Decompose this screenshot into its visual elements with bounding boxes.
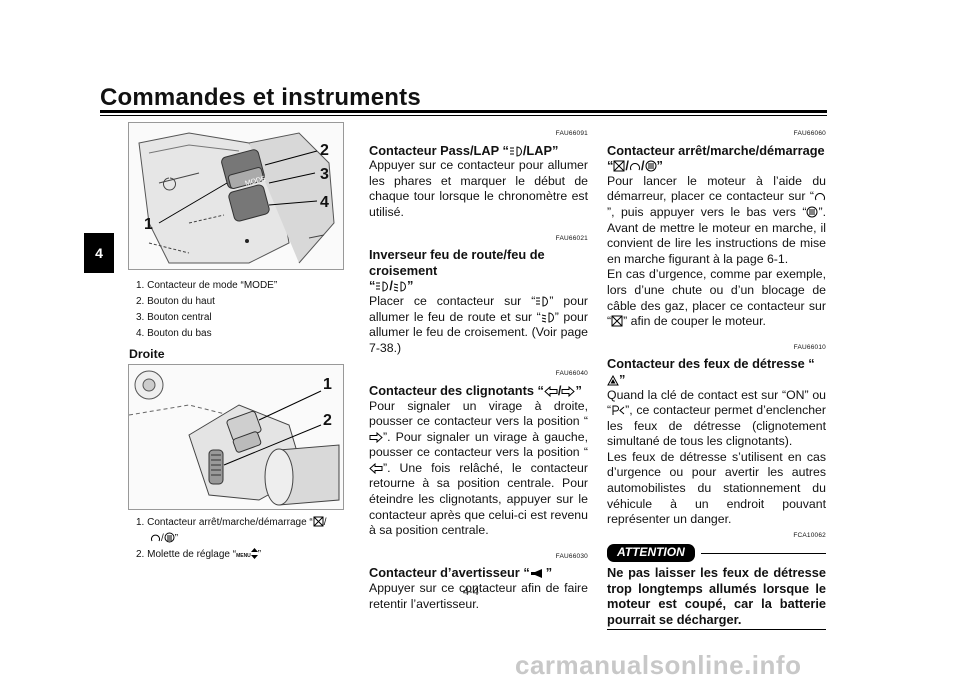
- horn-text: Appuyer sur ce contacteur afin de faire …: [369, 581, 588, 611]
- start-switch-text-2: En cas d’urgence, comme par exemple, lor…: [607, 267, 826, 329]
- heading-start-switch: Contacteur arrêt/marche/démarrage: [607, 142, 825, 158]
- heading-start-symbols: “//”: [607, 158, 663, 174]
- heading-pass-lap: Contacteur Pass/LAP “/LAP”: [369, 142, 559, 158]
- page-number: 4-4: [463, 586, 479, 598]
- right-switch-illustration: [128, 370, 340, 506]
- engine-stop-icon: [313, 516, 324, 527]
- high-beam-icon: [536, 296, 549, 307]
- figure1-callout-4: 4: [320, 194, 329, 211]
- engine-stop-icon: [613, 160, 625, 172]
- header-rule-thin: [100, 115, 827, 116]
- figure2-callout-2: 2: [323, 412, 332, 429]
- dimmer-switch-text: Placer ce contacteur sur “” pour allumer…: [369, 293, 589, 355]
- right-switch-figure: [128, 364, 344, 510]
- code-FCA10062: FCA10062: [793, 531, 826, 539]
- figure1-caption-2: 2. Bouton du haut: [136, 296, 215, 307]
- engine-stop-icon: [611, 315, 623, 327]
- heading-turn-signal: Contacteur des clignotants “/”: [369, 382, 582, 398]
- turn-signal-text: Pour signaler un virage à droite, pousse…: [369, 398, 588, 538]
- figure1-caption: 1. Contacteur de mode “MODE” 2. Bouton d…: [136, 278, 277, 342]
- start-icon: [164, 532, 175, 543]
- header-rule: [100, 110, 827, 113]
- figure2-caption: 1. Contacteur arrêt/marche/démarrage “/ …: [136, 515, 327, 564]
- menu-arrows-icon: [250, 548, 258, 559]
- attention-rule-top: [700, 552, 826, 554]
- code-FAU66021: FAU66021: [555, 234, 588, 242]
- code-FAU66030: FAU66030: [555, 552, 588, 560]
- engine-run-icon: [629, 163, 640, 171]
- chapter-tab: 4: [84, 233, 114, 273]
- left-switch-figure: MODE: [128, 122, 344, 270]
- right-arrow-icon: [369, 431, 383, 443]
- start-icon: [806, 206, 818, 218]
- heading-horn: Contacteur d’avertisseur “”: [369, 565, 553, 581]
- figure2-callout-1: 1: [323, 376, 332, 393]
- start-switch-text-1: Pour lancer le moteur à l’aide du démarr…: [607, 173, 826, 266]
- figure1-callout-2: 2: [320, 142, 329, 159]
- left-switch-illustration: [138, 132, 335, 264]
- section-label-droite: Droite: [129, 347, 165, 361]
- attention-rule-bottom: [607, 629, 826, 631]
- right-arrow-icon: [561, 385, 576, 397]
- hazard-text-2: Les feux de détresse s’utilisent en cas …: [607, 449, 826, 527]
- heading-dimmer-symbols: “/”: [369, 278, 414, 294]
- figure2-caption-1-cont: /”: [136, 531, 327, 547]
- code-FAU66060: FAU66060: [793, 130, 826, 137]
- low-beam-icon: [393, 281, 406, 292]
- left-arrow-icon: [369, 462, 383, 474]
- hazard-icon: [607, 374, 619, 386]
- left-arrow-icon: [544, 385, 558, 397]
- column-right: FAU66060 Contacteur arrêt/marche/démarra…: [607, 126, 826, 631]
- horn-icon: [530, 569, 542, 579]
- menu-wheel-icon: MENU: [236, 553, 251, 559]
- column-middle: FAU66091 Contacteur Pass/LAP “/LAP” Appu…: [369, 126, 588, 612]
- page-title: Commandes et instruments: [100, 84, 421, 111]
- code-FAU66040: FAU66040: [555, 370, 588, 378]
- attention-box: ATTENTION: [607, 544, 826, 563]
- heading-hazard: Contacteur des feux de détresse “”: [607, 356, 815, 387]
- figure2-caption-1: 1. Contacteur arrêt/marche/démarrage “/: [136, 516, 327, 528]
- code-FAU66010: FAU66010: [793, 343, 826, 351]
- figure1-caption-4: 4. Bouton du bas: [136, 328, 212, 339]
- low-beam-icon: [541, 312, 554, 323]
- figure1-caption-3: 3. Bouton central: [136, 312, 212, 323]
- engine-run-icon: [815, 193, 825, 201]
- figure2-caption-2: 2. Molette de réglage “MENU”: [136, 548, 262, 560]
- parking-icon: [612, 405, 625, 416]
- attention-badge: ATTENTION: [607, 544, 695, 563]
- watermark: carmanualsonline.info: [515, 650, 802, 680]
- engine-run-icon: [151, 534, 160, 542]
- attention-text: Ne pas laisser les feux de détresse trop…: [607, 565, 826, 627]
- pass-light-icon: [509, 146, 522, 157]
- hazard-text-1: Quand la clé de contact est sur “ON” ou …: [607, 387, 826, 449]
- figure1-callout-3: 3: [320, 166, 329, 183]
- figure1-caption-1: 1. Contacteur de mode “MODE”: [136, 280, 278, 291]
- high-beam-icon: [376, 281, 389, 292]
- start-icon: [645, 160, 657, 172]
- figure1-callout-1: 1: [144, 216, 153, 233]
- code-FAU66091: FAU66091: [555, 130, 588, 137]
- heading-dimmer-switch: Inverseur feu de route/feu de croisement: [369, 247, 545, 278]
- pass-lap-text: Appuyer sur ce contacteur pour allumer l…: [369, 158, 588, 219]
